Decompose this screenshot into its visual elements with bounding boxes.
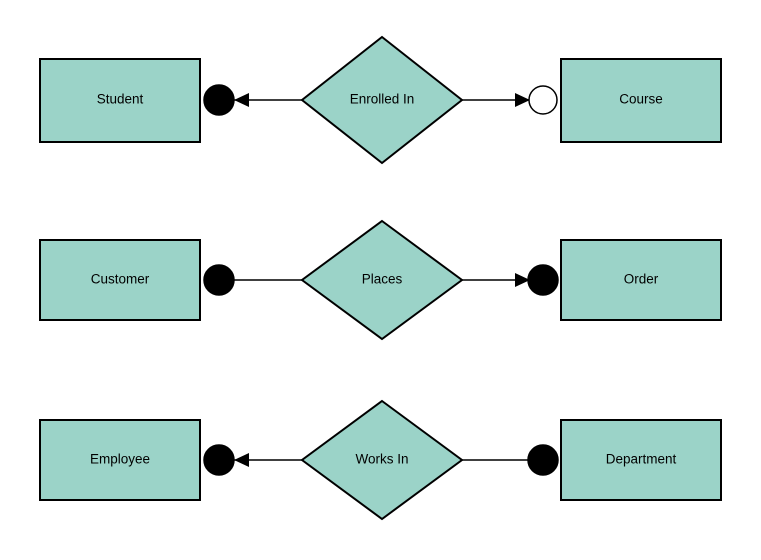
cardinality-filled-circle-left-r3[interactable] — [203, 444, 235, 476]
arrow-left-icon-r1 — [234, 93, 249, 107]
relationship-diamond-works-in[interactable] — [300, 399, 464, 521]
relationship-label-places: Places — [362, 272, 403, 287]
entity-label-course: Course — [619, 92, 663, 107]
entity-box-student[interactable] — [39, 58, 201, 143]
arrow-right-icon-r1 — [515, 93, 530, 107]
entity-box-order[interactable] — [560, 239, 722, 321]
entity-label-department: Department — [606, 452, 677, 467]
arrow-left-icon-r3 — [234, 453, 249, 467]
cardinality-filled-circle-right-r2[interactable] — [527, 264, 559, 296]
entity-label-order: Order — [624, 272, 659, 287]
relationship-group-r1: Student Enrolled In Course — [39, 35, 722, 165]
entity-label-student: Student — [97, 92, 144, 107]
entity-box-department[interactable] — [560, 419, 722, 501]
cardinality-filled-circle-left-r1[interactable] — [203, 84, 235, 116]
relationship-group-r3: Employee Works In Department — [39, 399, 722, 521]
arrow-right-icon-r2 — [515, 273, 530, 287]
relationship-label-works-in: Works In — [355, 452, 408, 467]
entity-box-employee[interactable] — [39, 419, 201, 501]
cardinality-filled-circle-right-r3[interactable] — [527, 444, 559, 476]
relationship-group-r2: Customer Places Order — [39, 219, 722, 341]
cardinality-filled-circle-left-r2[interactable] — [203, 264, 235, 296]
relationship-diamond-enrolled-in[interactable] — [300, 35, 464, 165]
entity-box-course[interactable] — [560, 58, 722, 143]
relationship-diamond-places[interactable] — [300, 219, 464, 341]
entity-box-customer[interactable] — [39, 239, 201, 321]
relationship-label-enrolled-in: Enrolled In — [350, 92, 415, 107]
entity-label-customer: Customer — [91, 272, 150, 287]
entity-label-employee: Employee — [90, 452, 150, 467]
cardinality-hollow-circle-right-r1[interactable] — [528, 85, 558, 115]
